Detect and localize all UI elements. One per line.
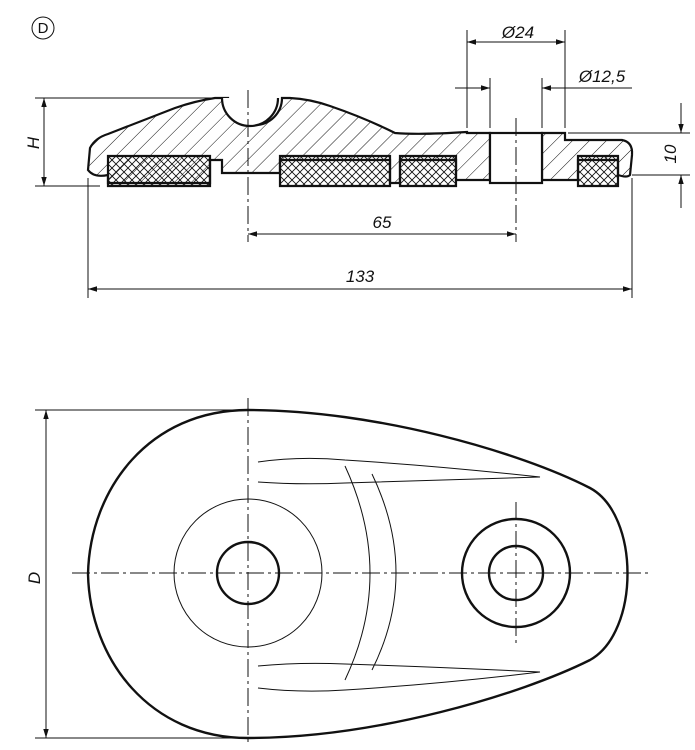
variant-marker-label: D [38, 20, 49, 37]
side-section-view [86, 90, 634, 242]
dim-overall-length: 133 [87, 178, 633, 298]
rubber-pad-2 [278, 154, 392, 188]
dim-height: H [24, 97, 215, 187]
dim-label-hole-inner: Ø12,5 [578, 67, 626, 86]
ball-socket [220, 97, 280, 128]
dim-label-width: D [25, 572, 44, 584]
dim-label-overall-length: 133 [346, 267, 375, 286]
dim-width: D [25, 409, 246, 739]
dim-label-pad-thickness: 10 [661, 144, 680, 163]
ridge-arc-outer [371, 473, 397, 671]
dim-center-distance: 65 [248, 213, 516, 237]
foot-outline [86, 408, 629, 740]
dim-label-height: H [24, 136, 43, 149]
dim-pad-thickness: 10 [568, 103, 690, 208]
top-view [72, 398, 648, 745]
dim-label-center-distance: 65 [373, 213, 392, 232]
rubber-pad-1 [106, 154, 212, 188]
dim-hole-inner: Ø12,5 [455, 67, 632, 128]
rib-lower [257, 662, 541, 692]
rubber-pad-4 [576, 154, 620, 188]
rubber-pad-3 [398, 154, 458, 188]
variant-marker: D [31, 16, 55, 40]
dim-label-hole-outer: Ø24 [501, 23, 534, 42]
rib-upper [257, 457, 541, 485]
dim-hole-outer: Ø24 [466, 23, 566, 128]
